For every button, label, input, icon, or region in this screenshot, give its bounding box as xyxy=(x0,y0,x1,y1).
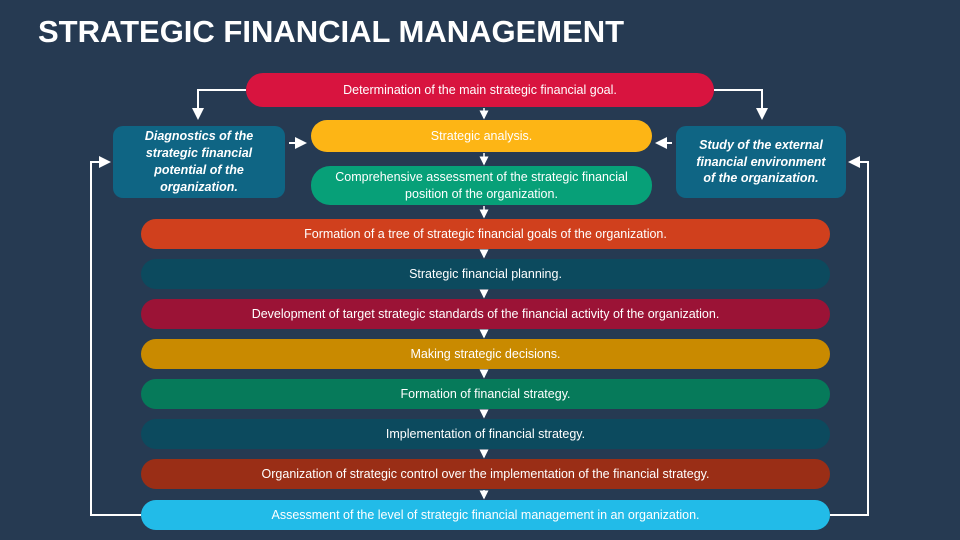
external-environment-box: Study of the external financial environm… xyxy=(676,126,846,198)
diagnostics-box: Diagnostics of the strategic financial p… xyxy=(113,126,285,198)
process-step-label: Formation of financial strategy. xyxy=(400,386,571,401)
process-step-label: Organization of strategic control over t… xyxy=(261,466,710,481)
diagnostics-label: Diagnostics of the strategic financial p… xyxy=(144,129,254,194)
process-step: Formation of financial strategy. xyxy=(141,379,830,409)
process-step-label: Implementation of financial strategy. xyxy=(385,426,586,441)
process-step: Formation of a tree of strategic financi… xyxy=(141,219,830,249)
main-goal-label: Determination of the main strategic fina… xyxy=(343,82,617,97)
process-step-label: Formation of a tree of strategic financi… xyxy=(304,226,667,241)
strategic-analysis-box: Strategic analysis. xyxy=(311,120,652,152)
comprehensive-assessment-box: Comprehensive assessment of the strategi… xyxy=(311,166,652,205)
process-step-label: Making strategic decisions. xyxy=(410,346,561,361)
external-environment-label: Study of the external financial environm… xyxy=(696,137,826,186)
process-step: Development of target strategic standard… xyxy=(141,299,830,329)
feedback-right xyxy=(830,156,869,516)
process-step-label: Development of target strategic standard… xyxy=(251,306,720,321)
process-step-label: Assessment of the level of strategic fin… xyxy=(271,507,700,522)
slide-title: STRATEGIC FINANCIAL MANAGEMENT xyxy=(38,14,625,49)
process-step: Implementation of financial strategy. xyxy=(141,419,830,449)
comprehensive-assessment-label: Comprehensive assessment of the strategi… xyxy=(335,169,628,201)
process-step: Organization of strategic control over t… xyxy=(141,459,830,489)
arrow-top-to-right xyxy=(714,89,768,120)
strategic-analysis-label: Strategic analysis. xyxy=(430,128,533,143)
main-goal-box: Determination of the main strategic fina… xyxy=(246,73,714,107)
feedback-left xyxy=(90,156,141,516)
process-step: Strategic financial planning. xyxy=(141,259,830,289)
process-step: Making strategic decisions. xyxy=(141,339,830,369)
process-step-label: Strategic financial planning. xyxy=(409,266,562,281)
arrow-top-to-left xyxy=(192,89,246,120)
process-step: Assessment of the level of strategic fin… xyxy=(141,500,830,530)
